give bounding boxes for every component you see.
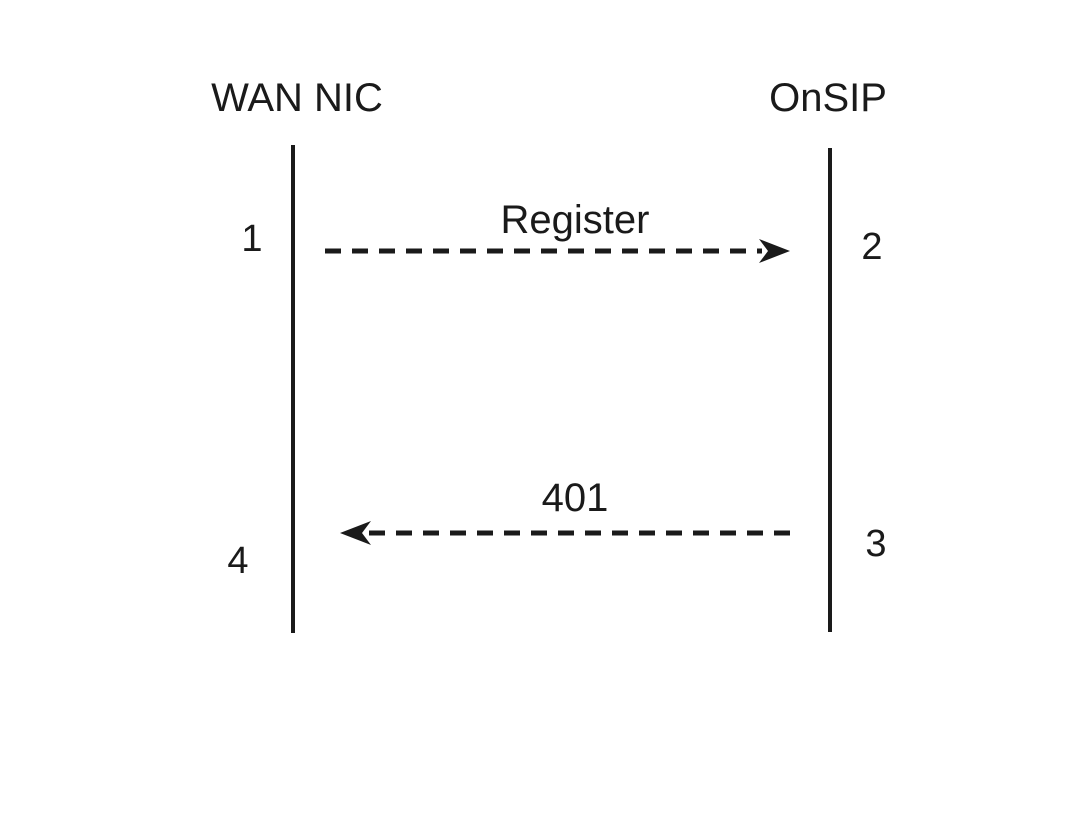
- message-label-401: 401: [541, 476, 609, 520]
- step-number-2: 2: [861, 226, 883, 268]
- message-label-register: Register: [500, 198, 650, 242]
- step-number-3: 3: [865, 523, 887, 565]
- step-number-1: 1: [241, 218, 263, 260]
- lifeline-label-onsip: OnSIP: [769, 76, 887, 120]
- message-register-arrowhead-icon: [759, 239, 790, 263]
- message-401-arrowhead-icon: [340, 521, 371, 545]
- step-number-4: 4: [227, 540, 249, 582]
- lifeline-label-wan-nic: WAN NIC: [211, 76, 383, 120]
